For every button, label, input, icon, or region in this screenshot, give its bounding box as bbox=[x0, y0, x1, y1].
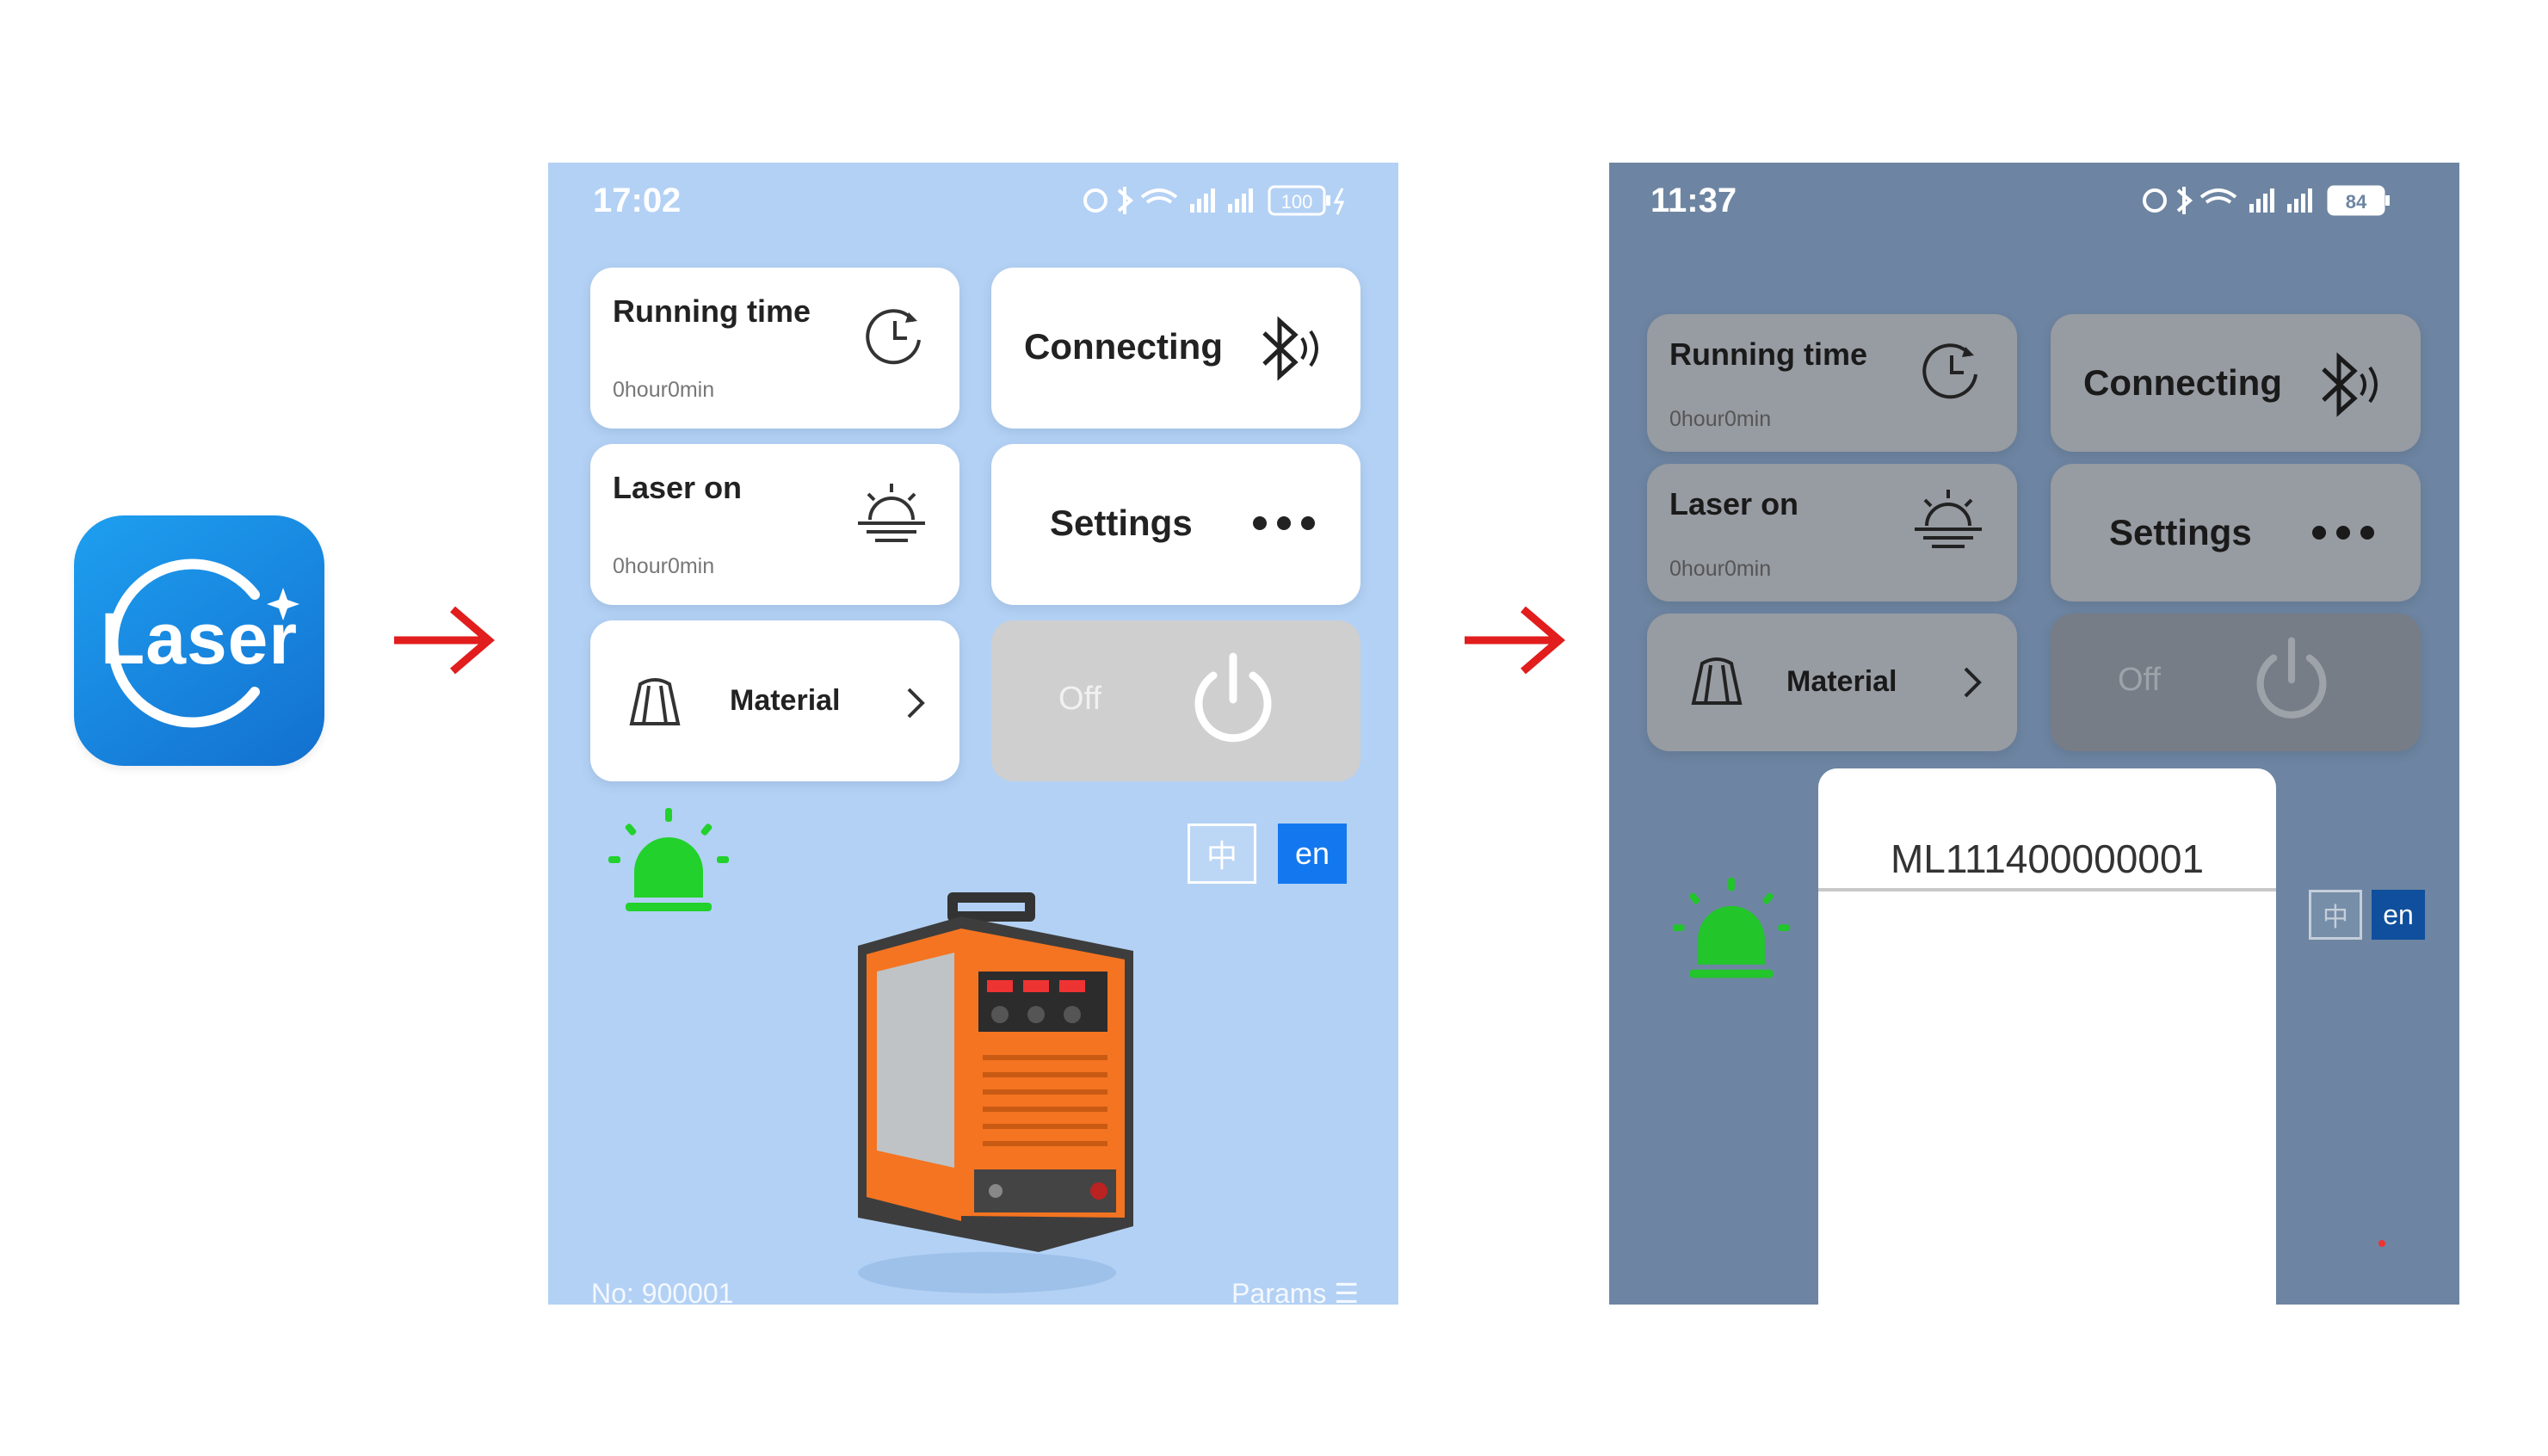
divider bbox=[1818, 888, 2276, 891]
connecting-label: Connecting bbox=[2083, 362, 2282, 403]
battery-level: 84 bbox=[2346, 191, 2367, 213]
chevron-right-icon bbox=[907, 688, 925, 719]
power-label: Off bbox=[1058, 681, 1101, 717]
status-time: 11:37 bbox=[1650, 182, 1737, 219]
laser-on-value: 0hour0min bbox=[613, 554, 715, 578]
alarm-light-icon bbox=[1673, 877, 1790, 978]
material-icon bbox=[629, 678, 681, 725]
power-card[interactable]: Off bbox=[991, 620, 1360, 781]
bluetooth-icon bbox=[2322, 352, 2378, 417]
connecting-card[interactable]: Connecting bbox=[2051, 314, 2421, 452]
device-serial-item[interactable]: ML111400000001 bbox=[1890, 836, 2205, 881]
lang-chinese-button[interactable]: 中 bbox=[2309, 890, 2362, 940]
settings-card[interactable]: Settings bbox=[2051, 464, 2421, 602]
clock-icon bbox=[1922, 343, 1977, 399]
settings-label: Settings bbox=[1050, 503, 1193, 543]
laser-on-card[interactable]: Laser on 0hour0min bbox=[1647, 464, 2017, 602]
power-icon bbox=[2256, 637, 2327, 719]
charging-icon bbox=[1333, 188, 1345, 215]
laser-machine-image bbox=[858, 892, 1133, 1293]
power-icon bbox=[1194, 652, 1272, 743]
material-card[interactable]: Material bbox=[1647, 614, 2017, 751]
running-time-value: 0hour0min bbox=[613, 378, 715, 402]
laser-on-card[interactable]: Laser on 0hour0min bbox=[590, 444, 959, 605]
material-label: Material bbox=[1786, 665, 1897, 698]
sparkle-icon bbox=[267, 588, 299, 620]
app-icon-label: Laser bbox=[100, 598, 299, 679]
laser-app-icon[interactable]: Laser bbox=[74, 515, 324, 766]
laser-on-title: Laser on bbox=[1669, 486, 1799, 521]
bluetooth-icon bbox=[1117, 187, 1134, 214]
power-card[interactable]: Off bbox=[2051, 614, 2421, 751]
params-button[interactable]: Params ☰ bbox=[1231, 1277, 1359, 1305]
power-label: Off bbox=[2118, 662, 2161, 698]
device-number: No: 900001 bbox=[591, 1278, 734, 1305]
status-bar-icons: 100 bbox=[1080, 182, 1364, 224]
indicator-dot bbox=[2378, 1240, 2385, 1247]
lang-english-button[interactable]: en bbox=[2372, 890, 2425, 940]
lang-chinese-button[interactable]: 中 bbox=[1188, 824, 1256, 884]
status-time: 17:02 bbox=[593, 182, 682, 219]
settings-card[interactable]: Settings bbox=[991, 444, 1360, 605]
arrow-right-icon bbox=[1463, 604, 1570, 676]
wifi-icon bbox=[1140, 188, 1178, 204]
clock-icon bbox=[866, 309, 921, 365]
connecting-label: Connecting bbox=[1024, 326, 1223, 367]
params-label: Params bbox=[1231, 1278, 1327, 1305]
running-time-card[interactable]: Running time 0hour0min bbox=[1647, 314, 2017, 452]
status-bar-icons: 84 bbox=[2139, 182, 2415, 224]
material-icon bbox=[1691, 657, 1743, 705]
phone-screen-main: 17:02 100 Running time 0hour0min bbox=[548, 163, 1398, 1305]
bluetooth-icon bbox=[2176, 187, 2193, 214]
running-time-value: 0hour0min bbox=[1669, 407, 1772, 431]
menu-icon: ☰ bbox=[1334, 1278, 1359, 1305]
connecting-card[interactable]: Connecting bbox=[991, 268, 1360, 429]
settings-label: Settings bbox=[2109, 512, 2252, 552]
wifi-icon bbox=[2199, 188, 2237, 204]
material-label: Material bbox=[730, 684, 841, 717]
running-time-title: Running time bbox=[1669, 336, 1867, 372]
running-time-card[interactable]: Running time 0hour0min bbox=[590, 268, 959, 429]
bluetooth-icon bbox=[1262, 316, 1318, 381]
sunrise-icon bbox=[858, 484, 925, 542]
more-icon bbox=[1253, 516, 1315, 530]
battery-level: 100 bbox=[1281, 191, 1313, 213]
laser-on-value: 0hour0min bbox=[1669, 557, 1772, 581]
device-select-dialog[interactable]: ML111400000001 bbox=[1818, 768, 2276, 1319]
running-time-title: Running time bbox=[613, 293, 811, 329]
more-icon bbox=[2312, 526, 2374, 540]
material-card[interactable]: Material bbox=[590, 620, 959, 781]
crescent-icon bbox=[108, 558, 299, 728]
alarm-icon bbox=[1083, 188, 1107, 213]
alarm-icon bbox=[2143, 188, 2167, 213]
sunrise-icon bbox=[1915, 490, 1982, 548]
alarm-light-icon bbox=[608, 808, 729, 911]
chevron-right-icon bbox=[1964, 667, 1982, 698]
lang-english-button[interactable]: en bbox=[1278, 824, 1347, 884]
laser-on-title: Laser on bbox=[613, 470, 743, 505]
arrow-right-icon bbox=[392, 604, 499, 676]
